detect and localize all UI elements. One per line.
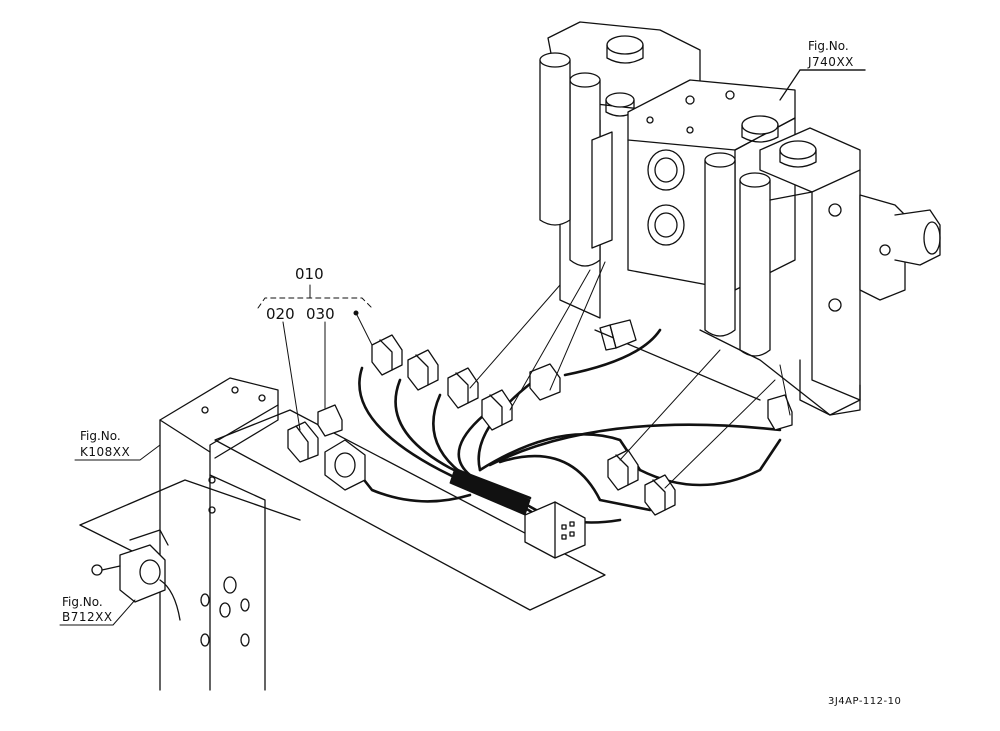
part-number-020: 020 bbox=[266, 305, 295, 323]
part-number-010: 010 bbox=[295, 265, 324, 283]
harness-layout-outline bbox=[214, 409, 606, 611]
valve-fig-code: J740XX bbox=[808, 55, 854, 69]
switch-mount-outline bbox=[79, 479, 301, 526]
valve-fig-label: Fig.No. bbox=[808, 39, 849, 53]
switch-fig-code: B712XX bbox=[62, 610, 113, 624]
harness-connector-1 bbox=[371, 334, 403, 376]
bracket-fig-code: K108XX bbox=[80, 445, 131, 459]
drawing-number: 3J4AP-112-10 bbox=[828, 696, 902, 707]
harness-connector-4 bbox=[481, 389, 513, 431]
harness-connector-9 bbox=[767, 394, 793, 431]
terminal-030 bbox=[317, 404, 343, 437]
part-number-030: 030 bbox=[306, 305, 335, 323]
switch-component bbox=[91, 529, 181, 621]
harness-connector-2 bbox=[407, 349, 439, 391]
mounting-bracket bbox=[159, 377, 279, 691]
harness-sleeve bbox=[449, 467, 531, 516]
bracket-fig-label: Fig.No. bbox=[80, 429, 121, 443]
harness-connector-3 bbox=[447, 367, 479, 409]
inline-connector bbox=[324, 439, 366, 491]
harness-connector-6 bbox=[607, 449, 639, 491]
harness-connector-8 bbox=[599, 319, 637, 351]
terminal-020 bbox=[287, 421, 319, 463]
switch-fig-label: Fig.No. bbox=[62, 595, 103, 609]
part-number-leaders bbox=[59, 261, 791, 626]
main-plug-connector bbox=[524, 501, 586, 559]
harness-connector-5 bbox=[529, 363, 561, 401]
control-valve-assembly bbox=[539, 21, 941, 416]
